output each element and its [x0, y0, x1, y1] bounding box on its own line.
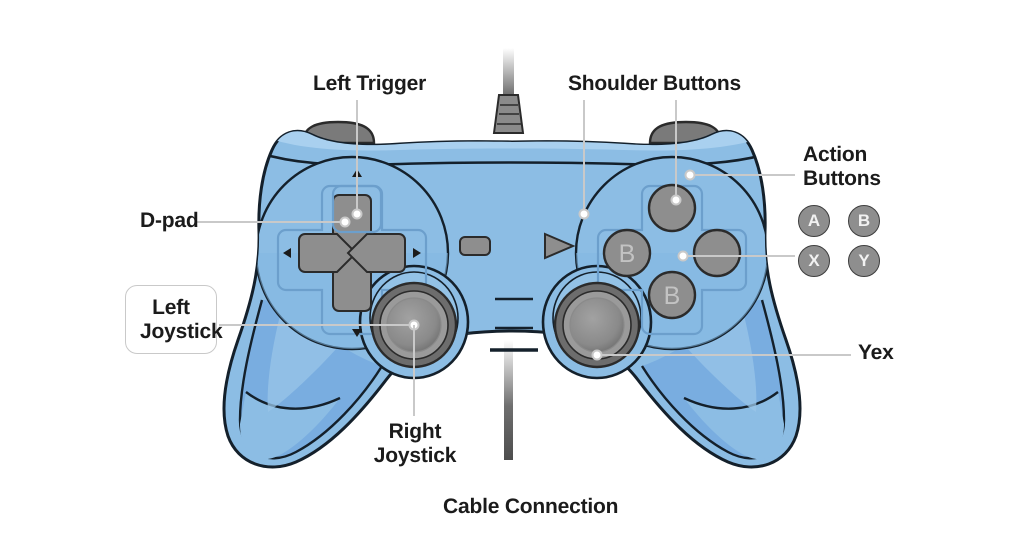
- action-legend-button-b[interactable]: B: [848, 205, 880, 237]
- start-play-icon: [544, 232, 576, 260]
- dpad-left-button: [298, 233, 358, 273]
- callout-left-trigger: Left Trigger: [313, 72, 427, 95]
- callout-cable-connection: Cable Connection: [443, 495, 619, 518]
- callout-shoulder-buttons: Shoulder Buttons: [568, 72, 741, 95]
- dpad-down-arrow-icon: [352, 329, 362, 337]
- select-button: [459, 236, 491, 256]
- action-legend-button-a[interactable]: A: [798, 205, 830, 237]
- face-buttons[interactable]: B B: [596, 183, 748, 336]
- right-joystick[interactable]: [553, 281, 641, 369]
- action-legend-row: A B: [798, 205, 898, 237]
- dpad-left-arrow-icon: [283, 248, 291, 258]
- action-buttons-legend: A B X Y: [798, 205, 898, 285]
- leader-lines: [196, 100, 851, 416]
- action-legend-row: X Y: [798, 245, 898, 277]
- face-button-left-label: B: [619, 240, 636, 268]
- face-button-bottom-label: B: [664, 282, 681, 310]
- dpad-right-button: [346, 233, 406, 273]
- callout-d-pad: D-pad: [140, 209, 199, 232]
- cable: [492, 48, 525, 460]
- dpad-right-arrow-icon: [413, 248, 421, 258]
- action-legend-button-x[interactable]: X: [798, 245, 830, 277]
- callout-right-joystick: Right Joystick: [373, 420, 457, 467]
- face-button-top: [647, 183, 697, 233]
- callout-action-buttons: Action Buttons: [803, 143, 881, 190]
- action-legend-button-y[interactable]: Y: [848, 245, 880, 277]
- face-button-right: [692, 228, 742, 278]
- callout-yex: Yex: [858, 341, 894, 364]
- face-button-left: [602, 228, 652, 278]
- callout-left-joystick: Left Joystick: [125, 285, 223, 355]
- center-controls[interactable]: [459, 232, 576, 352]
- face-button-bottom: [647, 270, 697, 320]
